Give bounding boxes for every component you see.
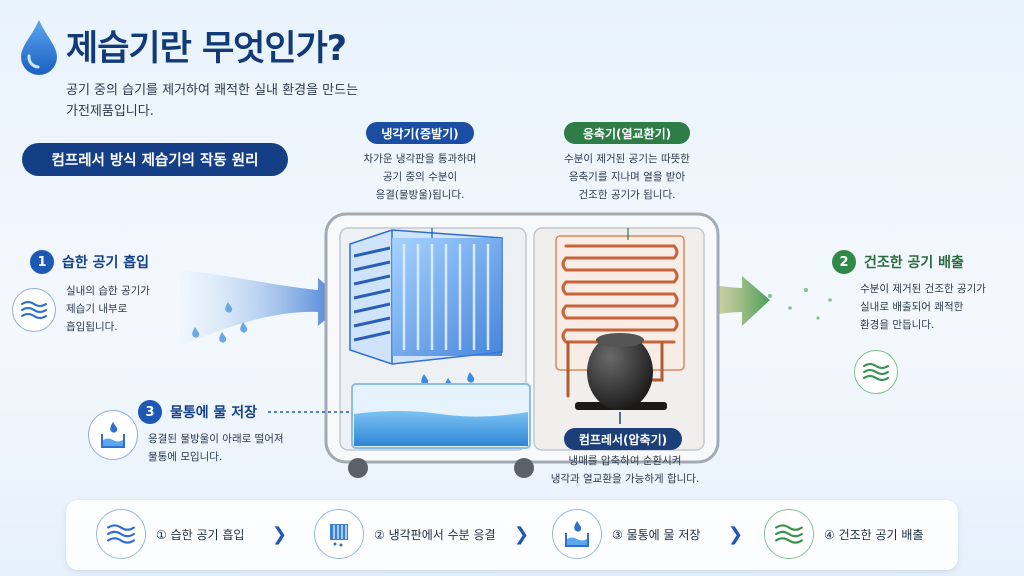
step-3-title: 물통에 물 저장 [170, 405, 258, 421]
compressor-label: 컴프레서(압축기) [564, 428, 682, 450]
page-title: 제습기란 무엇인가? [66, 29, 347, 69]
air-intake-icon [96, 509, 146, 559]
step-2-description: 수분이 제거된 건조한 공기가 실내로 배출되어 쾌적한 환경을 만듭니다. [860, 283, 986, 331]
intake-airflow-arrow [180, 270, 346, 346]
summary-step-2-label: ② 냉각판에서 수분 응결 [374, 527, 496, 542]
step-2-title: 건조한 공기 배출 [864, 255, 964, 271]
evaporator-coil [349, 229, 503, 365]
summary-step-3: ③ 물통에 물 저장 [552, 509, 700, 559]
summary-step-2: ② 냉각판에서 수분 응결 [314, 509, 496, 559]
step-2-number: 2 [832, 250, 856, 274]
summary-step-1: ① 습한 공기 흡입 [96, 509, 244, 559]
cooling-plate-icon [314, 509, 364, 559]
summary-step-4: ④ 건조한 공기 배출 [764, 509, 923, 559]
summary-step-3-label: ③ 물통에 물 저장 [612, 527, 701, 542]
dehumidifier-diagram [180, 212, 832, 478]
dry-air-icon [854, 350, 898, 394]
water-tank [351, 383, 531, 449]
water-tank-icon [88, 410, 138, 460]
step-1-number: 1 [30, 250, 54, 274]
chevron-right-icon: ❯ [514, 524, 530, 545]
summary-step-4-label: ④ 건조한 공기 배출 [824, 527, 924, 542]
step-3-heading: 3 물통에 물 저장 [138, 400, 257, 424]
evaporator-label: 냉각기(증발기) [366, 122, 474, 144]
step-1-heading: 1 습한 공기 흡입 [30, 250, 149, 274]
air-intake-icon [12, 288, 56, 332]
dry-air-icon [764, 509, 814, 559]
step-2-heading: 2 건조한 공기 배출 [832, 250, 964, 274]
step-3-number: 3 [138, 400, 162, 424]
caster-wheel-right [514, 458, 534, 478]
dry-air-particles [768, 288, 832, 320]
water-drop-icon [21, 20, 57, 75]
section-title: 컴프레서 방식 제습기의 작동 원리 [22, 143, 288, 176]
step-1-title: 습한 공기 흡입 [62, 255, 150, 271]
caster-wheel-left [348, 458, 368, 478]
condenser-description: 수분이 제거된 공기는 따뜻한 응축기를 지나며 열을 받아 건조한 공기가 됩… [564, 153, 690, 201]
condenser-label: 응축기(열교환기) [564, 122, 690, 144]
chevron-right-icon: ❯ [272, 524, 288, 545]
summary-step-1-label: ① 습한 공기 흡입 [156, 527, 245, 542]
compressor [575, 333, 667, 424]
page-subtitle: 공기 중의 습기를 제거하여 쾌적한 실내 환경을 만드는 가전제품입니다. [66, 83, 359, 119]
moisture-drops [192, 302, 248, 343]
step-3-description: 응결된 물방울이 아래로 떨어져 물통에 모입니다. [148, 433, 284, 463]
evaporator-description: 차가운 냉각판을 통과하며 공기 중의 수분이 응결(물방울)됩니다. [363, 153, 477, 201]
compressor-description: 냉매를 압축하여 순환시켜 냉각과 열교환을 가능하게 합니다. [550, 455, 700, 485]
condenser-coil [555, 235, 685, 398]
water-tank-icon [552, 509, 602, 559]
chevron-right-icon: ❯ [728, 524, 744, 545]
step-1-description: 실내의 습한 공기가 제습기 내부로 흡입됩니다. [66, 285, 150, 333]
